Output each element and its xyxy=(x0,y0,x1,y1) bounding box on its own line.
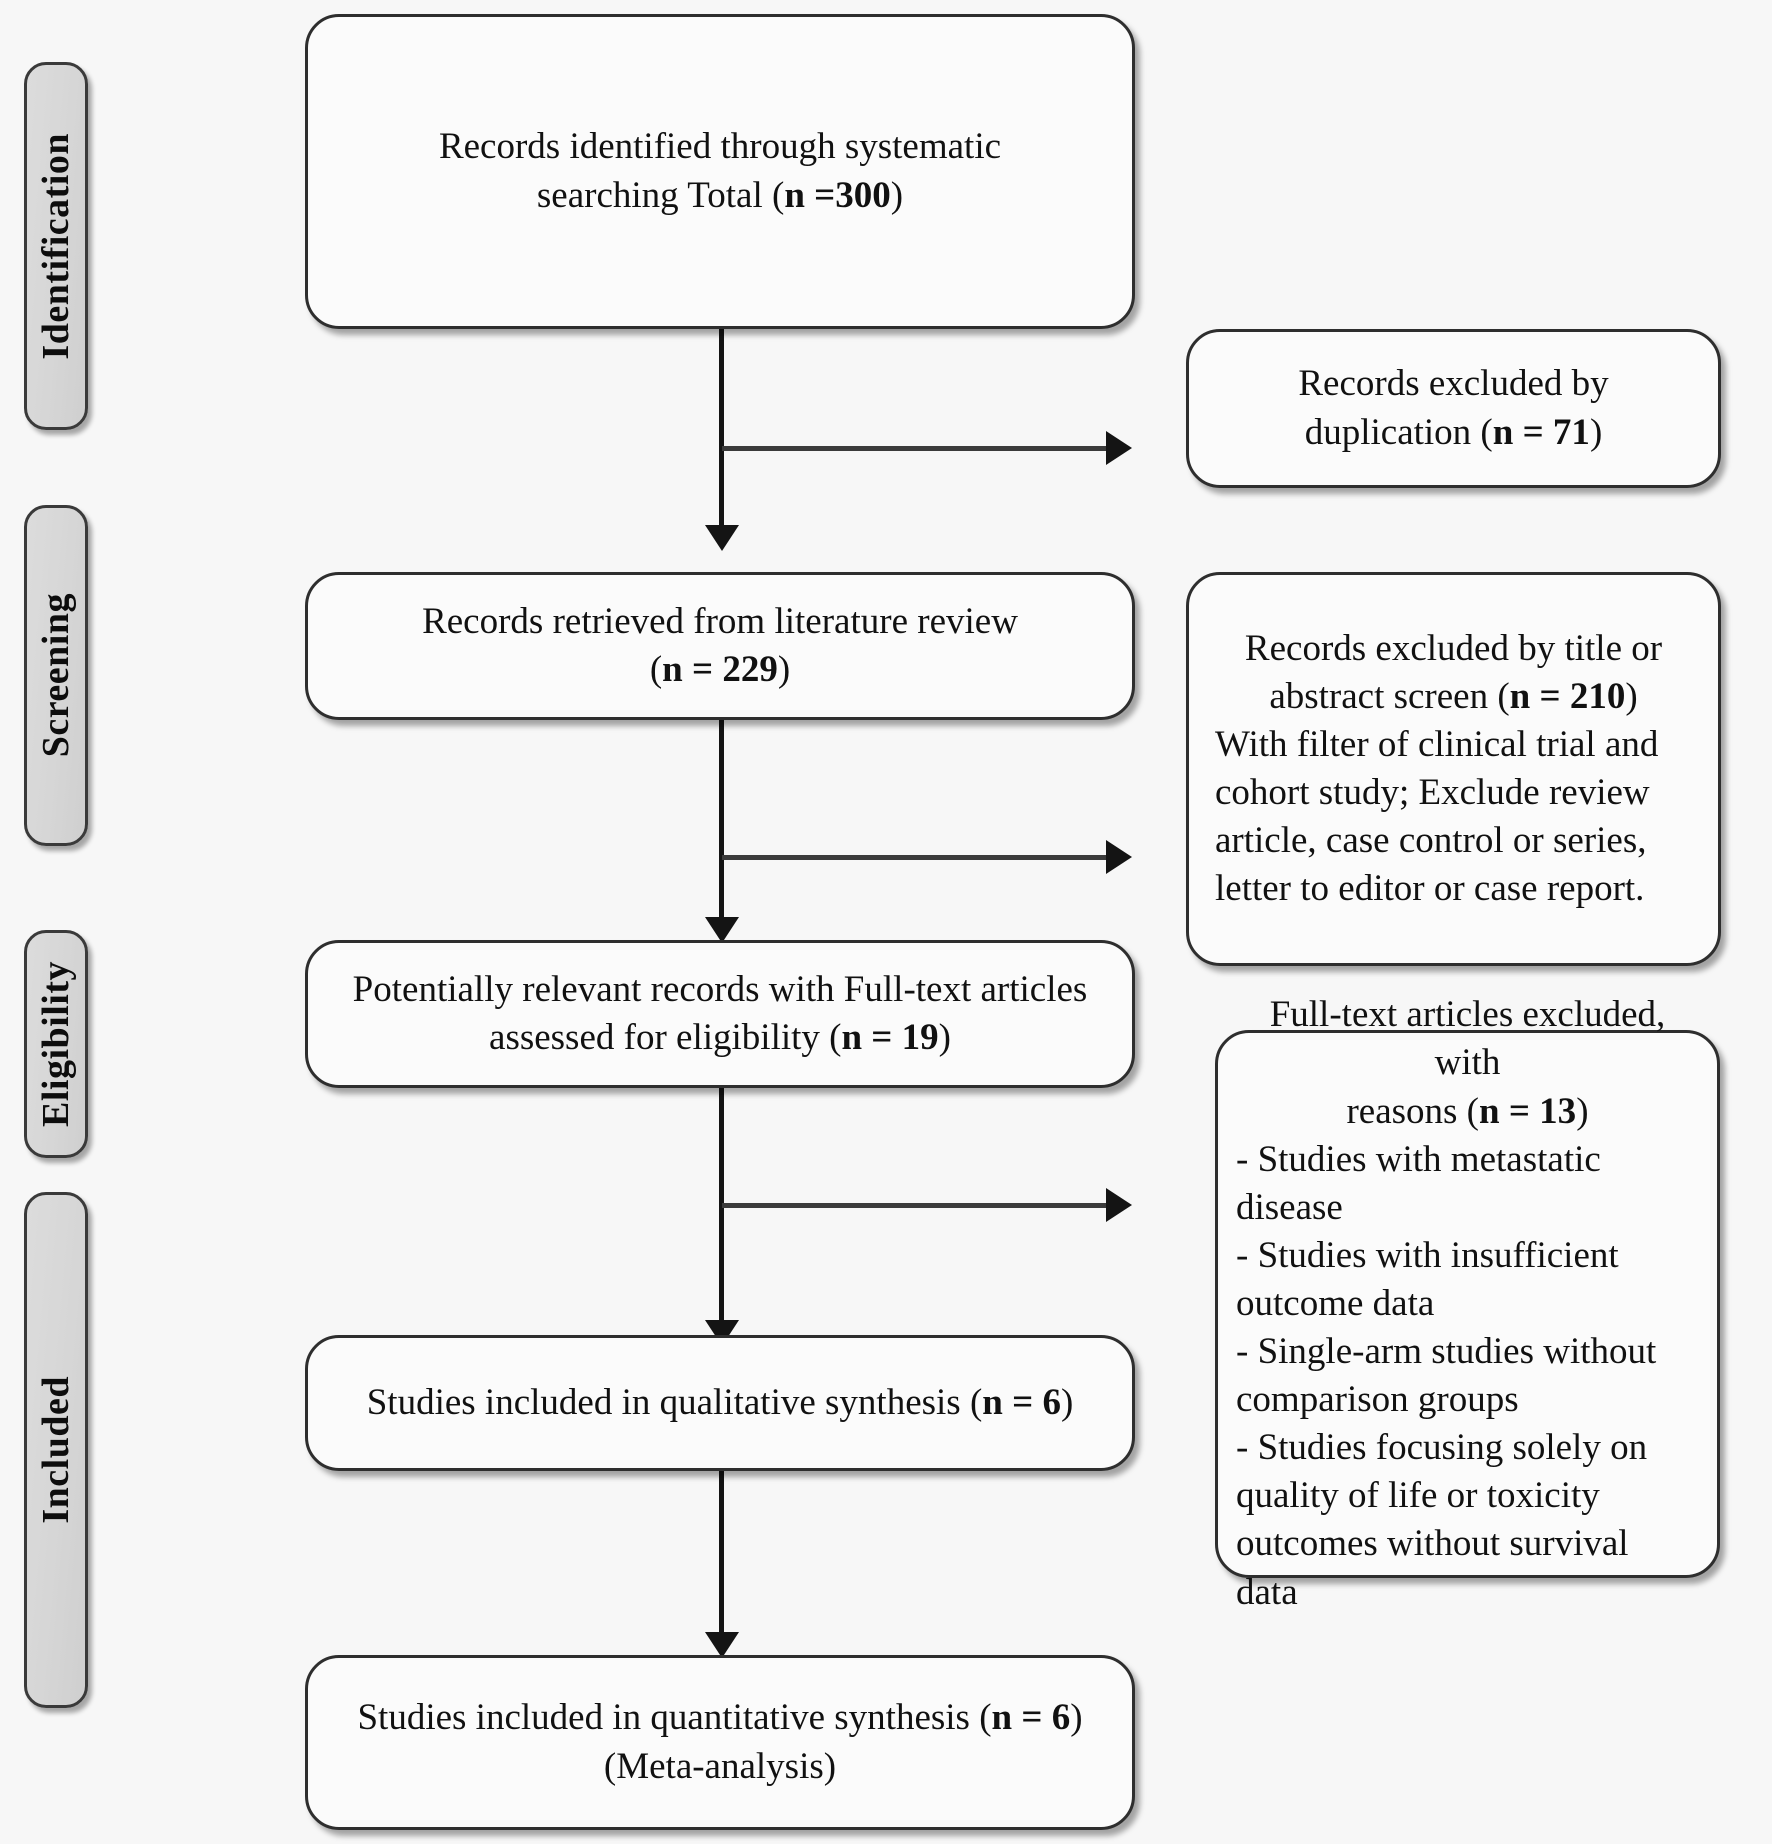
box-line-1-plain: Studies included in quantitative synthes… xyxy=(357,1697,992,1739)
box-qualitative-synthesis: Studies included in qualitative synthesi… xyxy=(305,1335,1135,1471)
box-line-2-plain: searching Total ( xyxy=(536,174,785,216)
excl-line-2-tail: ) xyxy=(1625,675,1638,717)
arrowhead-right-duplication xyxy=(1106,431,1132,465)
box-quantitative-synthesis: Studies included in quantitative synthes… xyxy=(305,1655,1135,1830)
connector-identified-to-retrieved xyxy=(719,327,724,537)
box-line-2-plain: assessed for eligibility ( xyxy=(489,1017,842,1058)
excl-line-2-count: n = 210 xyxy=(1509,675,1626,717)
arrowhead-down-retrieved xyxy=(705,525,739,551)
box-line-2-count: n = 6 xyxy=(982,1381,1061,1423)
box-excluded-title-abstract: Records excluded by title or abstract sc… xyxy=(1186,572,1721,966)
stage-label-text: Eligibility xyxy=(35,961,77,1127)
excl-line-2-count: n = 13 xyxy=(1479,1090,1577,1132)
box-fulltext-assessed: Potentially relevant records with Full-t… xyxy=(305,940,1135,1088)
excl-reason-line: comparison groups xyxy=(1236,1379,1519,1421)
excl-line-2: reasons (n = 13) xyxy=(1236,1088,1699,1136)
connector-retrieved-to-eligibility xyxy=(719,717,724,929)
box-text: Records excluded by duplication (n = 71) xyxy=(1189,360,1718,456)
excl-detail-line: article, case control or series, xyxy=(1215,820,1647,862)
box-line-2-tail: ) xyxy=(890,174,904,216)
box-line-1-count: n = 6 xyxy=(991,1697,1071,1739)
connector-branch-duplication xyxy=(722,446,1110,451)
excl-reason-line: - Studies with metastatic xyxy=(1236,1138,1601,1180)
arrowhead-right-title-abstract xyxy=(1106,840,1132,874)
box-text: Records identified through systematic se… xyxy=(308,123,1132,219)
excl-line-2-plain: reasons ( xyxy=(1346,1090,1480,1132)
excl-line-2-plain: abstract screen ( xyxy=(1269,675,1510,717)
box-line-2-count: n = 229 xyxy=(662,649,778,690)
stage-label-text: Included xyxy=(35,1376,77,1524)
box-line-2-tail: ) xyxy=(938,1017,951,1058)
box-line-2-plain: Studies included in qualitative synthesi… xyxy=(366,1381,983,1423)
box-text: Records retrieved from literature review… xyxy=(308,598,1132,694)
excl-reason-line: disease xyxy=(1236,1186,1343,1228)
excl-line-2-count: n = 71 xyxy=(1492,411,1590,453)
excl-line-1: Full-text articles excluded, with xyxy=(1269,994,1666,1084)
stage-label-included: Included xyxy=(24,1192,88,1708)
stage-label-text: Screening xyxy=(35,593,77,758)
box-records-identified: Records identified through systematic se… xyxy=(305,14,1135,329)
arrowhead-down-eligibility xyxy=(705,917,739,943)
excl-line-2-tail: ) xyxy=(1576,1090,1589,1132)
box-line-1: Potentially relevant records with Full-t… xyxy=(352,968,1088,1010)
excl-line-2-tail: ) xyxy=(1589,411,1603,453)
connector-eligibility-to-qualitative xyxy=(719,1085,724,1333)
box-line-2-plain: ( xyxy=(649,649,663,690)
connector-branch-fulltext xyxy=(722,1203,1110,1208)
excl-line-2: abstract screen (n = 210) xyxy=(1215,673,1692,721)
connector-qualitative-to-quantitative xyxy=(719,1470,724,1645)
arrowhead-down-quantitative xyxy=(705,1632,739,1658)
excl-reason-line: outcome data xyxy=(1236,1282,1435,1324)
connector-branch-title-abstract xyxy=(722,855,1110,860)
box-line-1-tail: ) xyxy=(1070,1697,1083,1739)
box-line-2-count: n =300 xyxy=(784,174,891,216)
box-line-1: Records retrieved from literature review xyxy=(422,600,1018,642)
box-excluded-duplication: Records excluded by duplication (n = 71) xyxy=(1186,329,1721,488)
box-line-2-count: n = 19 xyxy=(841,1017,939,1058)
box-line-1: Records identified through systematic xyxy=(438,126,1002,168)
excl-detail-line: letter to editor or case report. xyxy=(1215,868,1645,910)
box-text: Studies included in qualitative synthesi… xyxy=(308,1379,1132,1427)
stage-label-identification: Identification xyxy=(24,62,88,430)
excl-detail-line: With filter of clinical trial and xyxy=(1215,723,1659,765)
box-line-2-tail: ) xyxy=(1060,1381,1074,1423)
excl-line-1: Records excluded by title or xyxy=(1244,627,1663,669)
excl-reason-line: outcomes without survival data xyxy=(1236,1523,1629,1613)
box-line-2-tail: ) xyxy=(777,649,791,690)
box-line-2: (Meta-analysis) xyxy=(603,1745,837,1787)
excl-reason-line: - Single-arm studies without xyxy=(1236,1331,1657,1373)
excl-reason-line: - Studies focusing solely on xyxy=(1236,1427,1648,1469)
box-text: Studies included in quantitative synthes… xyxy=(308,1694,1132,1790)
stage-label-eligibility: Eligibility xyxy=(24,930,88,1158)
box-text: Potentially relevant records with Full-t… xyxy=(308,966,1132,1062)
excl-line-1: Records excluded by xyxy=(1298,363,1609,405)
stage-label-screening: Screening xyxy=(24,505,88,846)
excl-detail-line: cohort study; Exclude review xyxy=(1215,772,1650,813)
excl-reason-line: - Studies with insufficient xyxy=(1236,1234,1619,1276)
box-text: Records excluded by title or abstract sc… xyxy=(1189,625,1718,914)
box-records-retrieved: Records retrieved from literature review… xyxy=(305,572,1135,720)
stage-label-text: Identification xyxy=(35,132,77,360)
excl-reason-line: quality of life or toxicity xyxy=(1236,1475,1600,1517)
box-text: Full-text articles excluded, with reason… xyxy=(1218,991,1717,1616)
excl-line-2-plain: duplication ( xyxy=(1304,411,1493,453)
arrowhead-right-fulltext xyxy=(1106,1188,1132,1222)
box-excluded-fulltext-reasons: Full-text articles excluded, with reason… xyxy=(1215,994,1720,1613)
